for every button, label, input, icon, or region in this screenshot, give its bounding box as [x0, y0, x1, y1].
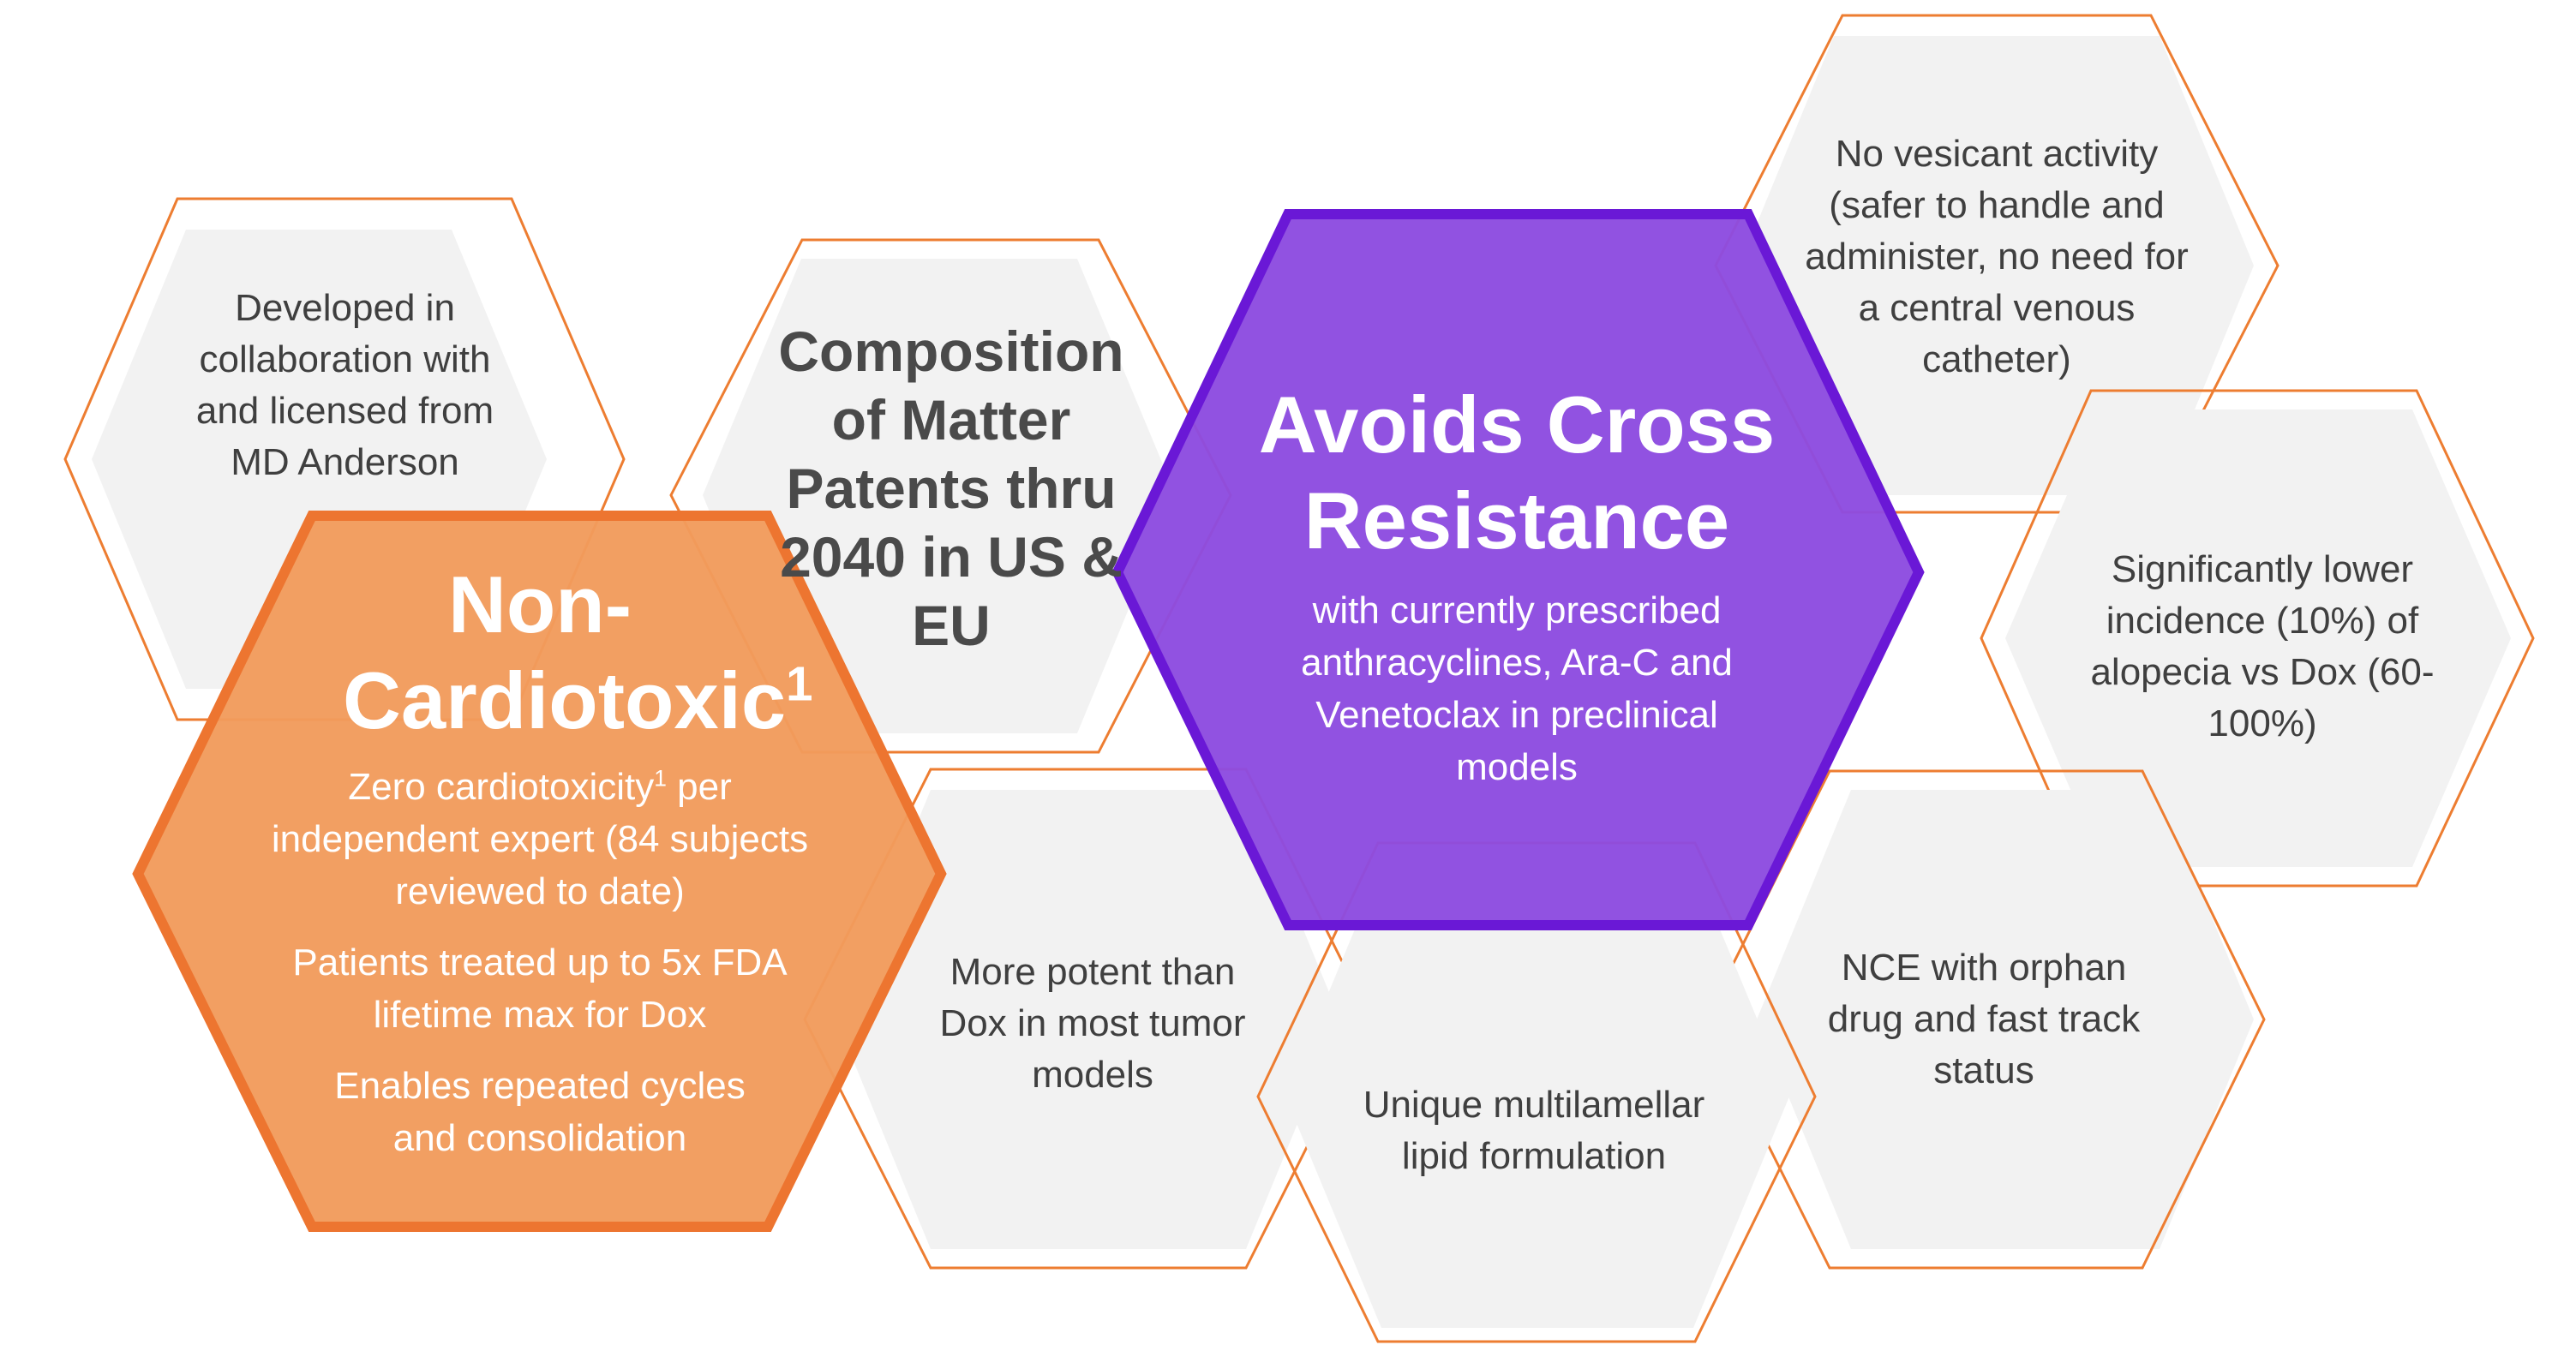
- alopecia-text: Significantly lower incidence (10%) of a…: [2082, 540, 2442, 754]
- md-anderson-label: Developed in collaboration with and lice…: [195, 287, 494, 483]
- potent-label: More potent than Dox in most tumor model…: [939, 951, 1246, 1096]
- cardiotoxic-point-3: Enables repeated cycles and consolidatio…: [334, 1065, 746, 1159]
- hex-vesicant-fill: [1740, 36, 2254, 495]
- cardiotoxic-title: Non-Cardiotoxic1: [343, 557, 812, 749]
- lipid-label: Unique multilamellar lipid formulation: [1363, 1084, 1705, 1177]
- cross-resistance-body: with currently prescribed anthracyclines…: [1301, 589, 1733, 788]
- hex-md-anderson-outline: [63, 197, 626, 721]
- nce-label: NCE with orphan drug and fast track stat…: [1827, 947, 2141, 1091]
- cardiotoxic-point-1-sup: 1: [654, 765, 667, 792]
- cardiotoxic-point-1a: Zero cardiotoxicity: [348, 766, 655, 808]
- alopecia-label: Significantly lower incidence (10%) of a…: [2090, 548, 2435, 744]
- vesicant-label: No vesicant activity (safer to handle an…: [1805, 133, 2189, 380]
- cardiotoxic-title-sup: 1: [786, 656, 813, 711]
- nce-text: NCE with orphan drug and fast track stat…: [1800, 938, 2168, 1101]
- composition-label: Composition of Matter Patents thru 2040 …: [778, 320, 1124, 657]
- hex-nce: [1704, 769, 2266, 1270]
- hex-cross-resistance-shape: [1111, 209, 1925, 930]
- cardiotoxic-point-1b: per independent expert (84 subjects revi…: [271, 766, 809, 912]
- cardiotoxic-point-1: Zero cardiotoxicity1 per independent exp…: [249, 761, 831, 918]
- cross-resistance-text: Avoids Cross Resistance with currently p…: [1234, 377, 1800, 805]
- vesicant-text: No vesicant activity (safer to handle an…: [1800, 129, 2194, 386]
- cross-resistance-title: Avoids Cross Resistance: [1258, 380, 1776, 565]
- cardiotoxic-text: Non-Cardiotoxic1 Zero cardiotoxicity1 pe…: [249, 557, 831, 1174]
- composition-text: Composition of Matter Patents thru 2040 …: [767, 317, 1135, 660]
- hex-potent-fill: [836, 790, 1340, 1249]
- hex-nce-outline: [1704, 769, 2266, 1270]
- hex-cardiotoxic: [132, 511, 947, 1232]
- hex-alopecia-fill: [2005, 409, 2511, 867]
- lipid-text: Unique multilamellar lipid formulation: [1345, 1049, 1722, 1212]
- cardiotoxic-title-text: Non-Cardiotoxic: [343, 559, 787, 745]
- potent-text: More potent than Dox in most tumor model…: [917, 942, 1268, 1105]
- hex-cardiotoxic-shape: [132, 511, 947, 1232]
- hex-nce-fill: [1757, 790, 2254, 1249]
- hex-lipid-fill: [1285, 865, 1789, 1328]
- cardiotoxic-point-2: Patients treated up to 5x FDA lifetime m…: [292, 942, 788, 1036]
- hex-cross-resistance: [1111, 209, 1925, 930]
- md-anderson-text: Developed in collaboration with and lice…: [163, 283, 527, 488]
